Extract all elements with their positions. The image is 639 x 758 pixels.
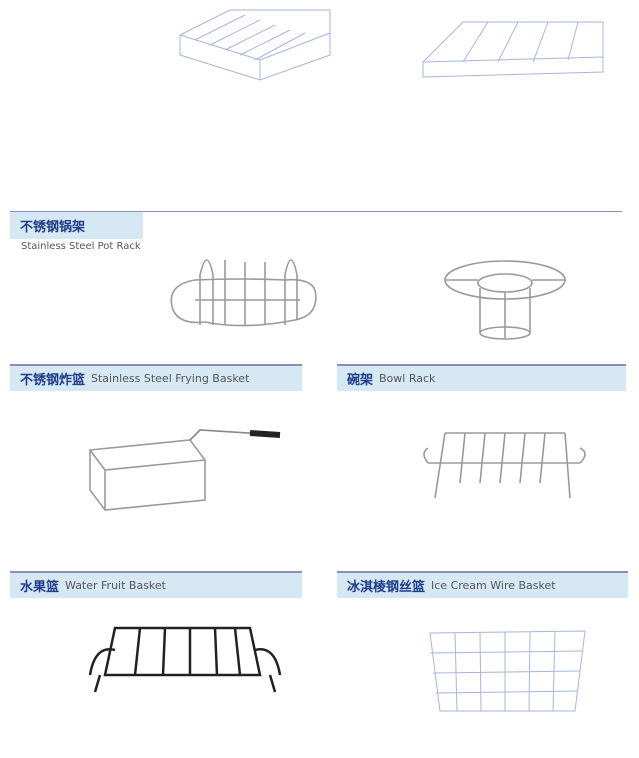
section-header-bowl-rack: 碗架 Bowl Rack [337, 364, 626, 391]
frying-basket-image [89, 429, 281, 511]
pot-rack-image [170, 259, 317, 327]
section-title-en: Stainless Steel Frying Basket [91, 372, 250, 385]
section-title-en: Stainless Steel Pot Rack [21, 241, 141, 252]
ice-cream-basket-image [429, 630, 586, 712]
section-header-pot-rack: 不锈钢锅架 [10, 212, 143, 239]
section-header-fruit-basket: 水果篮 Water Fruit Basket [10, 571, 302, 598]
section-header-ice-cream-basket: 冰淇棱钢丝篮 Ice Cream Wire Basket [337, 571, 628, 598]
wire-shelf-image-1 [179, 9, 331, 81]
section-title-en: Ice Cream Wire Basket [431, 579, 556, 592]
bowl-rack-image [444, 260, 566, 340]
section-header-frying-basket: 不锈钢炸篮 Stainless Steel Frying Basket [10, 364, 302, 391]
section-title-cn: 碗架 [347, 373, 374, 388]
section-title-cn: 水果篮 [20, 580, 60, 595]
fruit-basket-image [88, 626, 282, 693]
section-title-en: Water Fruit Basket [65, 579, 166, 592]
wire-shelf-image-2 [422, 21, 604, 78]
bowl-rack-wire-image [423, 432, 586, 499]
section-title-cn: 冰淇棱钢丝篮 [347, 580, 426, 595]
section-title-cn: 不锈钢炸篮 [20, 373, 86, 388]
divider-line [10, 211, 622, 212]
section-title-cn: 不锈钢锅架 [20, 220, 86, 235]
section-title-en: Bowl Rack [379, 372, 436, 385]
